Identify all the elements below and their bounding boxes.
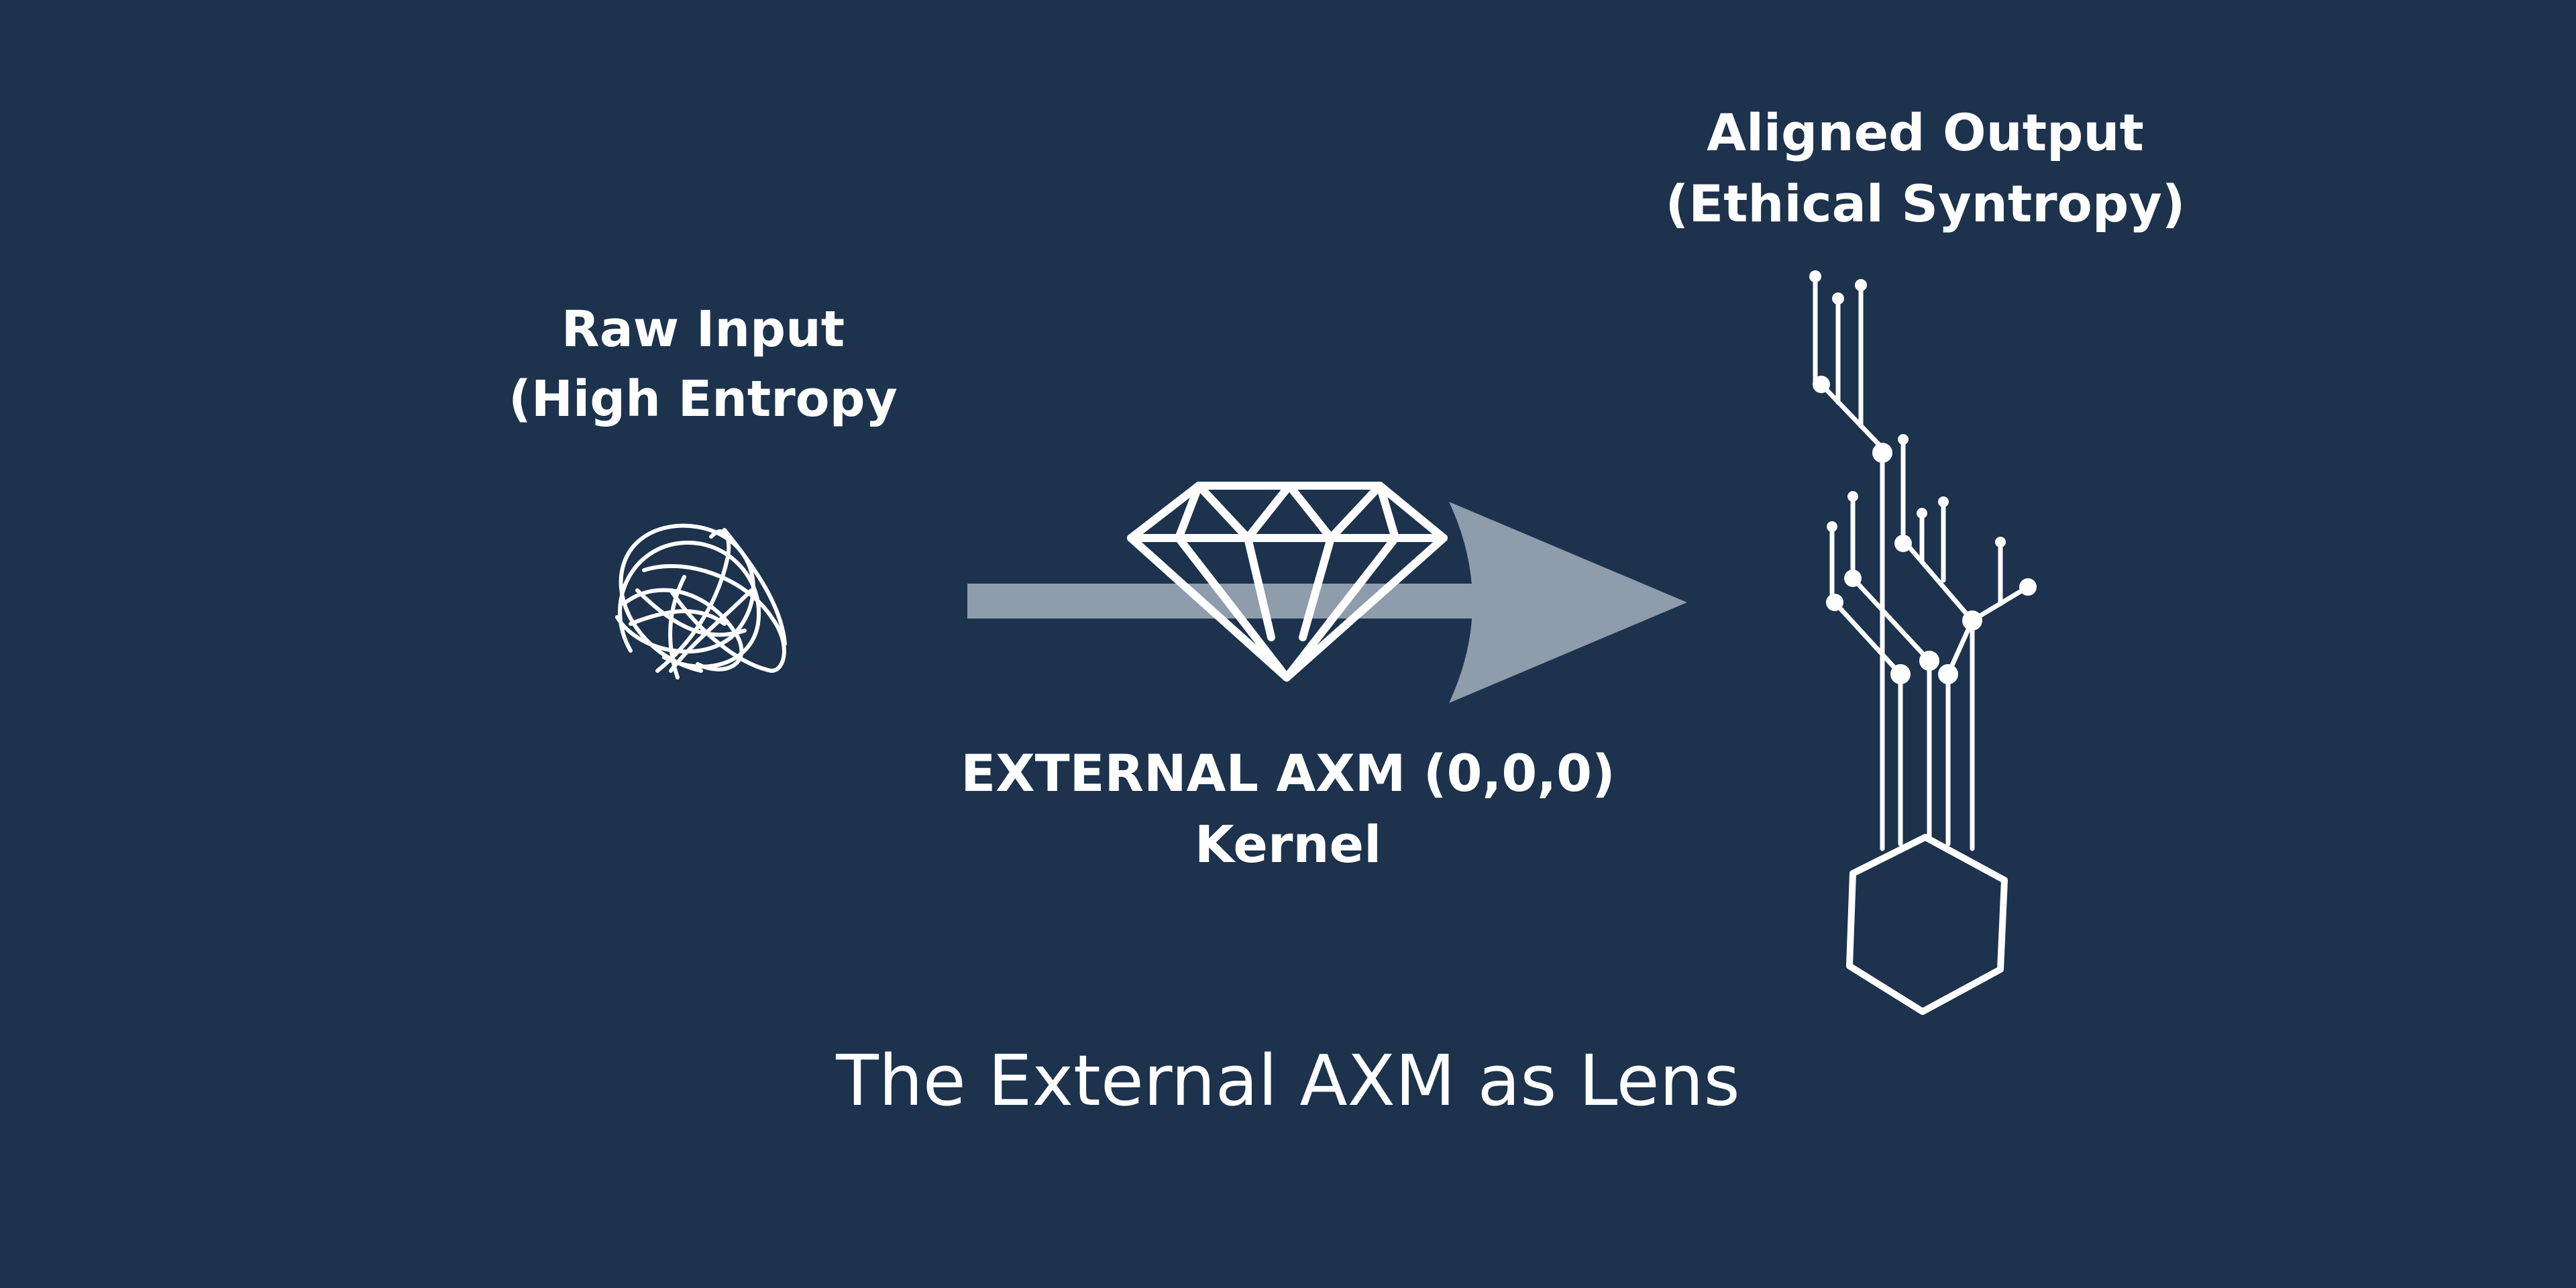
circuit-tree-icon	[1813, 274, 2031, 851]
scribble-icon	[615, 523, 787, 680]
output-label: Aligned Output (Ethical Syntropy)	[1623, 97, 2227, 240]
kernel-label: EXTERNAL AXM (0,0,0) Kernel	[919, 738, 1657, 881]
circuit-nodes	[1809, 270, 2037, 684]
input-label: Raw Input (High Entropy	[502, 295, 904, 434]
output-label-line2: (Ethical Syntropy)	[1665, 174, 2186, 234]
hexagon-icon	[1846, 834, 2008, 1015]
diamond-icon	[1127, 482, 1448, 682]
arrow-head	[1449, 502, 1687, 703]
diagram-caption: The External AXM as Lens	[836, 1040, 1740, 1122]
output-label-line1: Aligned Output	[1707, 103, 2144, 162]
kernel-label-line2: Kernel	[1194, 814, 1382, 875]
input-label-line1: Raw Input	[561, 301, 845, 358]
input-label-line2: (High Entropy	[508, 370, 898, 428]
kernel-label-line1: EXTERNAL AXM (0,0,0)	[961, 743, 1615, 803]
